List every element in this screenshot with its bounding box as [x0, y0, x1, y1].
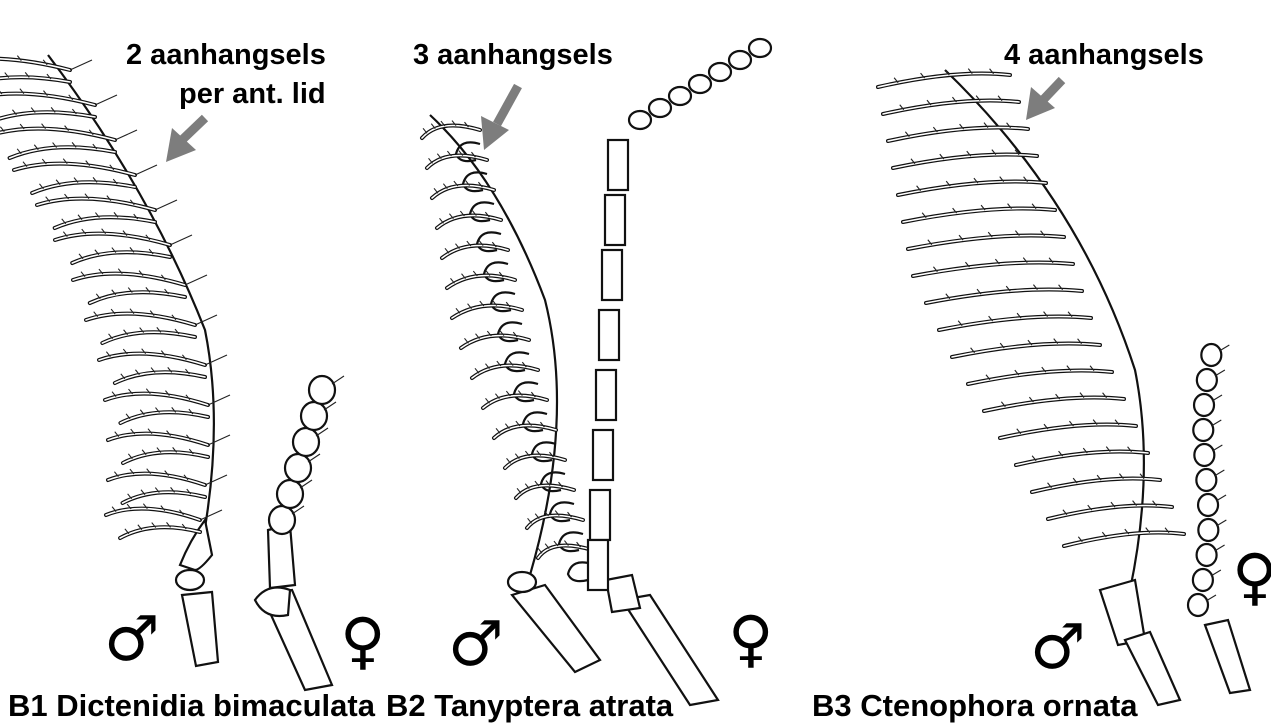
- b3-female-hair: [1211, 420, 1221, 426]
- b2-annotation-line1: 3 aanhangsels: [413, 39, 613, 71]
- b1-shaft-hair: [208, 435, 230, 445]
- b3-female-symbol: ♀: [1232, 540, 1271, 613]
- b1-female-symbol: ♀: [340, 604, 385, 677]
- b1-shaft-hair: [205, 475, 227, 485]
- b2-female-segment: [588, 540, 608, 590]
- b3-female-segment: [1188, 594, 1208, 616]
- b3-annotation-line1: 4 aanhangsels: [1004, 39, 1204, 71]
- b1-shaft-hair: [208, 395, 230, 405]
- b3-female-segment: [1198, 519, 1218, 541]
- b2-caption: B2 Tanyptera atrata: [386, 688, 674, 723]
- b2-female-segment: [602, 250, 622, 300]
- b2-female-segment: [599, 310, 619, 360]
- b1-comb-ray: [0, 112, 95, 123]
- b2-male-symbol: ♂: [448, 607, 504, 680]
- b1-shaft-hair: [115, 130, 137, 140]
- b2-female-bead: [729, 51, 751, 69]
- b3-female-hair: [1216, 495, 1226, 501]
- b3-female-hair: [1212, 445, 1222, 451]
- b3-female-segment: [1194, 394, 1214, 416]
- b1-shaft-hair: [195, 315, 217, 325]
- b1-shaft-hair: [70, 60, 92, 70]
- b1-shaft-hair: [170, 235, 192, 245]
- b1-male-symbol: ♂: [104, 602, 160, 675]
- b1-shaft-hair: [135, 165, 157, 175]
- b1-female-segment: [309, 376, 335, 404]
- b3-female-segment: [1197, 369, 1217, 391]
- b2-female-bead: [649, 99, 671, 117]
- b3-female-segment: [1194, 444, 1214, 466]
- b1-female-segment: [285, 454, 311, 482]
- b1-female-segment: [277, 480, 303, 508]
- b1-female-segment: [269, 506, 295, 534]
- panel-b1: 2 aanhangsels per ant. lid ♂ ♀ B1 Dicten…: [0, 39, 385, 723]
- b3-female-hair: [1215, 545, 1225, 551]
- b1-shaft-hair: [200, 510, 222, 520]
- b1-shaft-hair: [155, 200, 177, 210]
- b1-female-segment: [293, 428, 319, 456]
- b3-caption: B3 Ctenophora ornata: [812, 688, 1138, 723]
- b1-female-hair: [332, 376, 344, 384]
- b1-shaft-hair: [95, 95, 117, 105]
- b2-female-segment: [596, 370, 616, 420]
- b3-female-hair: [1206, 595, 1216, 601]
- b3-male-symbol: ♂: [1030, 610, 1086, 683]
- b1-female-antenna: [255, 376, 344, 690]
- b2-male-antenna: [422, 115, 600, 672]
- b3-female-segment: [1201, 344, 1221, 366]
- panel-b3: 4 aanhangsels ♂ ♀ B3 Ctenophora ornata: [812, 39, 1271, 723]
- b2-female-symbol: ♀: [728, 602, 773, 675]
- b1-male-antenna: [0, 54, 230, 666]
- b1-comb-ray: [0, 77, 70, 88]
- b2-female-bead: [669, 87, 691, 105]
- b1-pointer-arrow: [166, 118, 205, 162]
- b3-female-segment: [1197, 544, 1217, 566]
- b1-shaft-hair: [205, 355, 227, 365]
- b3-female-antenna: [1188, 344, 1250, 693]
- b2-female-bead: [629, 111, 651, 129]
- b3-female-segment: [1193, 419, 1213, 441]
- b2-female-segment: [605, 195, 625, 245]
- b1-annotation-line1: 2 aanhangsels: [126, 39, 326, 71]
- b3-female-hair: [1211, 570, 1221, 576]
- b3-female-hair: [1219, 345, 1229, 351]
- b2-female-bead: [689, 75, 711, 93]
- b3-female-segment: [1193, 569, 1213, 591]
- b2-female-segment: [593, 430, 613, 480]
- panel-b2: 3 aanhangsels ♂ ♀ B2 Tanyptera atrata: [386, 39, 773, 723]
- b2-pointer-arrow: [481, 86, 518, 150]
- b1-annotation-line2: per ant. lid: [179, 78, 326, 110]
- b1-shaft-hair: [185, 275, 207, 285]
- b1-caption: B1 Dictenidia bimaculata: [8, 688, 376, 723]
- b2-female-segment: [608, 140, 628, 190]
- b3-female-segment: [1198, 494, 1218, 516]
- b3-female-segment: [1196, 469, 1216, 491]
- b2-female-bead: [749, 39, 771, 57]
- b3-female-hair: [1215, 370, 1225, 376]
- b3-female-hair: [1214, 470, 1224, 476]
- b3-pointer-arrow: [1026, 80, 1062, 120]
- b2-female-segment: [590, 490, 610, 540]
- b1-female-segment: [301, 402, 327, 430]
- b3-female-hair: [1212, 395, 1222, 401]
- b2-female-bead: [709, 63, 731, 81]
- b3-female-hair: [1216, 520, 1226, 526]
